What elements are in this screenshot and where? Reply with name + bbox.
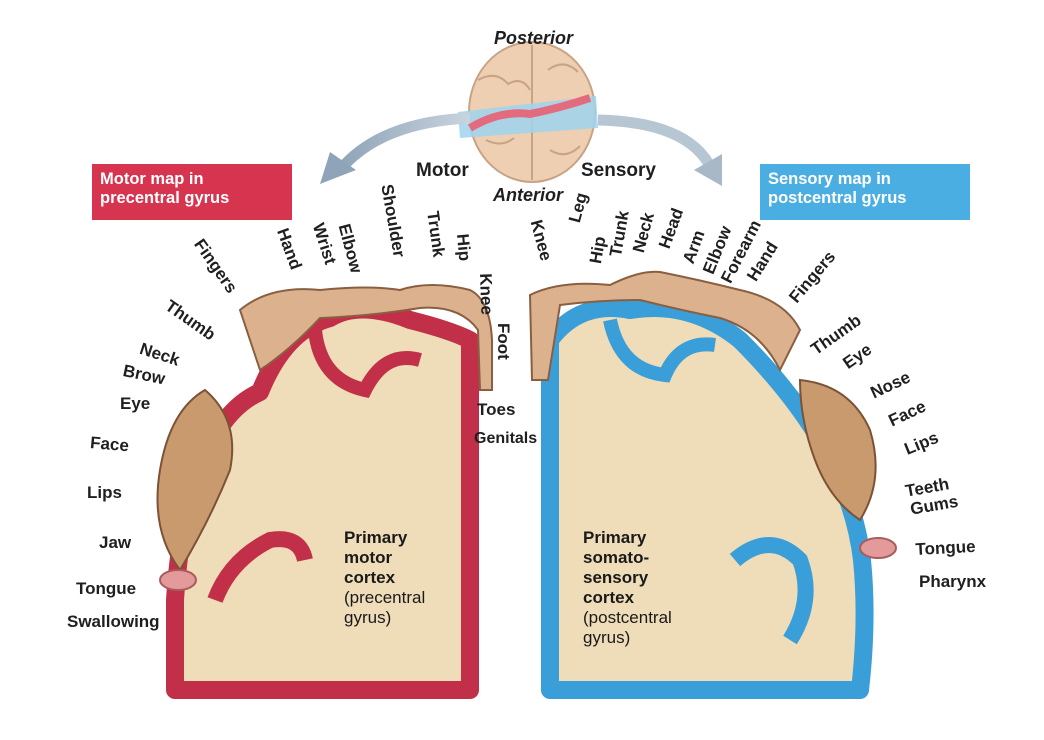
sensory-label: Sensory bbox=[581, 160, 656, 181]
sensory-cortex-caption: Primary somato- sensory cortex (postcent… bbox=[583, 528, 672, 648]
motor-face-label: Face bbox=[89, 433, 130, 456]
motor-map-box: Motor map in precentral gyrus bbox=[92, 164, 292, 220]
motor-arrow-head bbox=[320, 152, 356, 184]
motor-homunculus bbox=[156, 284, 493, 591]
motor-cortex-caption: Primary motor cortex (precentral gyrus) bbox=[344, 528, 425, 628]
sensory-caption-l5: (postcentral bbox=[583, 608, 672, 627]
sensory-caption-l6: gyrus) bbox=[583, 628, 631, 647]
sensory-homunculus bbox=[528, 270, 897, 559]
sensory-cortex-section bbox=[541, 299, 874, 699]
motor-caption-l1: Primary bbox=[344, 528, 408, 547]
motor-eye-label: Eye bbox=[120, 394, 151, 413]
motor-jaw-label: Jaw bbox=[99, 533, 132, 552]
sensory-caption-l3: sensory bbox=[583, 568, 649, 587]
sensory-face-image bbox=[798, 378, 877, 522]
motor-arrow bbox=[335, 112, 471, 174]
motor-caption-l4: (precentral bbox=[344, 588, 426, 607]
motor-label: Motor bbox=[416, 160, 469, 181]
anterior-label: Anterior bbox=[493, 185, 564, 205]
motor-caption-l5: gyrus) bbox=[344, 608, 392, 627]
sensory-hip-label: Hip bbox=[586, 234, 610, 266]
motor-knee-label: Knee bbox=[476, 272, 497, 316]
motor-toes-label: Toes bbox=[477, 400, 516, 419]
motor-caption-l3: cortex bbox=[344, 568, 396, 587]
sensory-tongue-label: Tongue bbox=[914, 536, 976, 559]
sensory-map-line2: postcentral gyrus bbox=[768, 189, 907, 207]
sensory-map-box: Sensory map in postcentral gyrus bbox=[760, 164, 970, 220]
motor-hip-label: Hip bbox=[453, 232, 475, 262]
sensory-arrow bbox=[597, 114, 717, 173]
motor-lips-label: Lips bbox=[87, 483, 122, 502]
sensory-caption-l2: somato- bbox=[583, 548, 650, 567]
motor-swallowing-label: Swallowing bbox=[67, 612, 160, 631]
sensory-genitals-label: Genitals bbox=[474, 430, 538, 447]
motor-map-line1: Motor map in bbox=[100, 170, 204, 188]
motor-caption-l2: motor bbox=[344, 548, 393, 567]
sensory-tongue-image bbox=[859, 537, 897, 559]
motor-strip bbox=[467, 94, 592, 132]
motor-cortex-section bbox=[166, 300, 479, 699]
posterior-label: Posterior bbox=[494, 28, 574, 48]
motor-map-line2: precentral gyrus bbox=[100, 189, 230, 207]
sensory-arrow-head bbox=[694, 154, 722, 186]
motor-tongue-image bbox=[159, 569, 197, 591]
motor-foot-label: Foot bbox=[494, 323, 513, 360]
sensory-caption-l4: cortex bbox=[583, 588, 635, 607]
motor-tongue-label: Tongue bbox=[76, 579, 137, 598]
top-brain-image bbox=[458, 41, 598, 183]
sensory-caption-l1: Primary bbox=[583, 528, 647, 547]
sensory-map-line1: Sensory map in bbox=[768, 170, 891, 188]
sensory-pharynx-label: Pharynx bbox=[919, 572, 987, 591]
